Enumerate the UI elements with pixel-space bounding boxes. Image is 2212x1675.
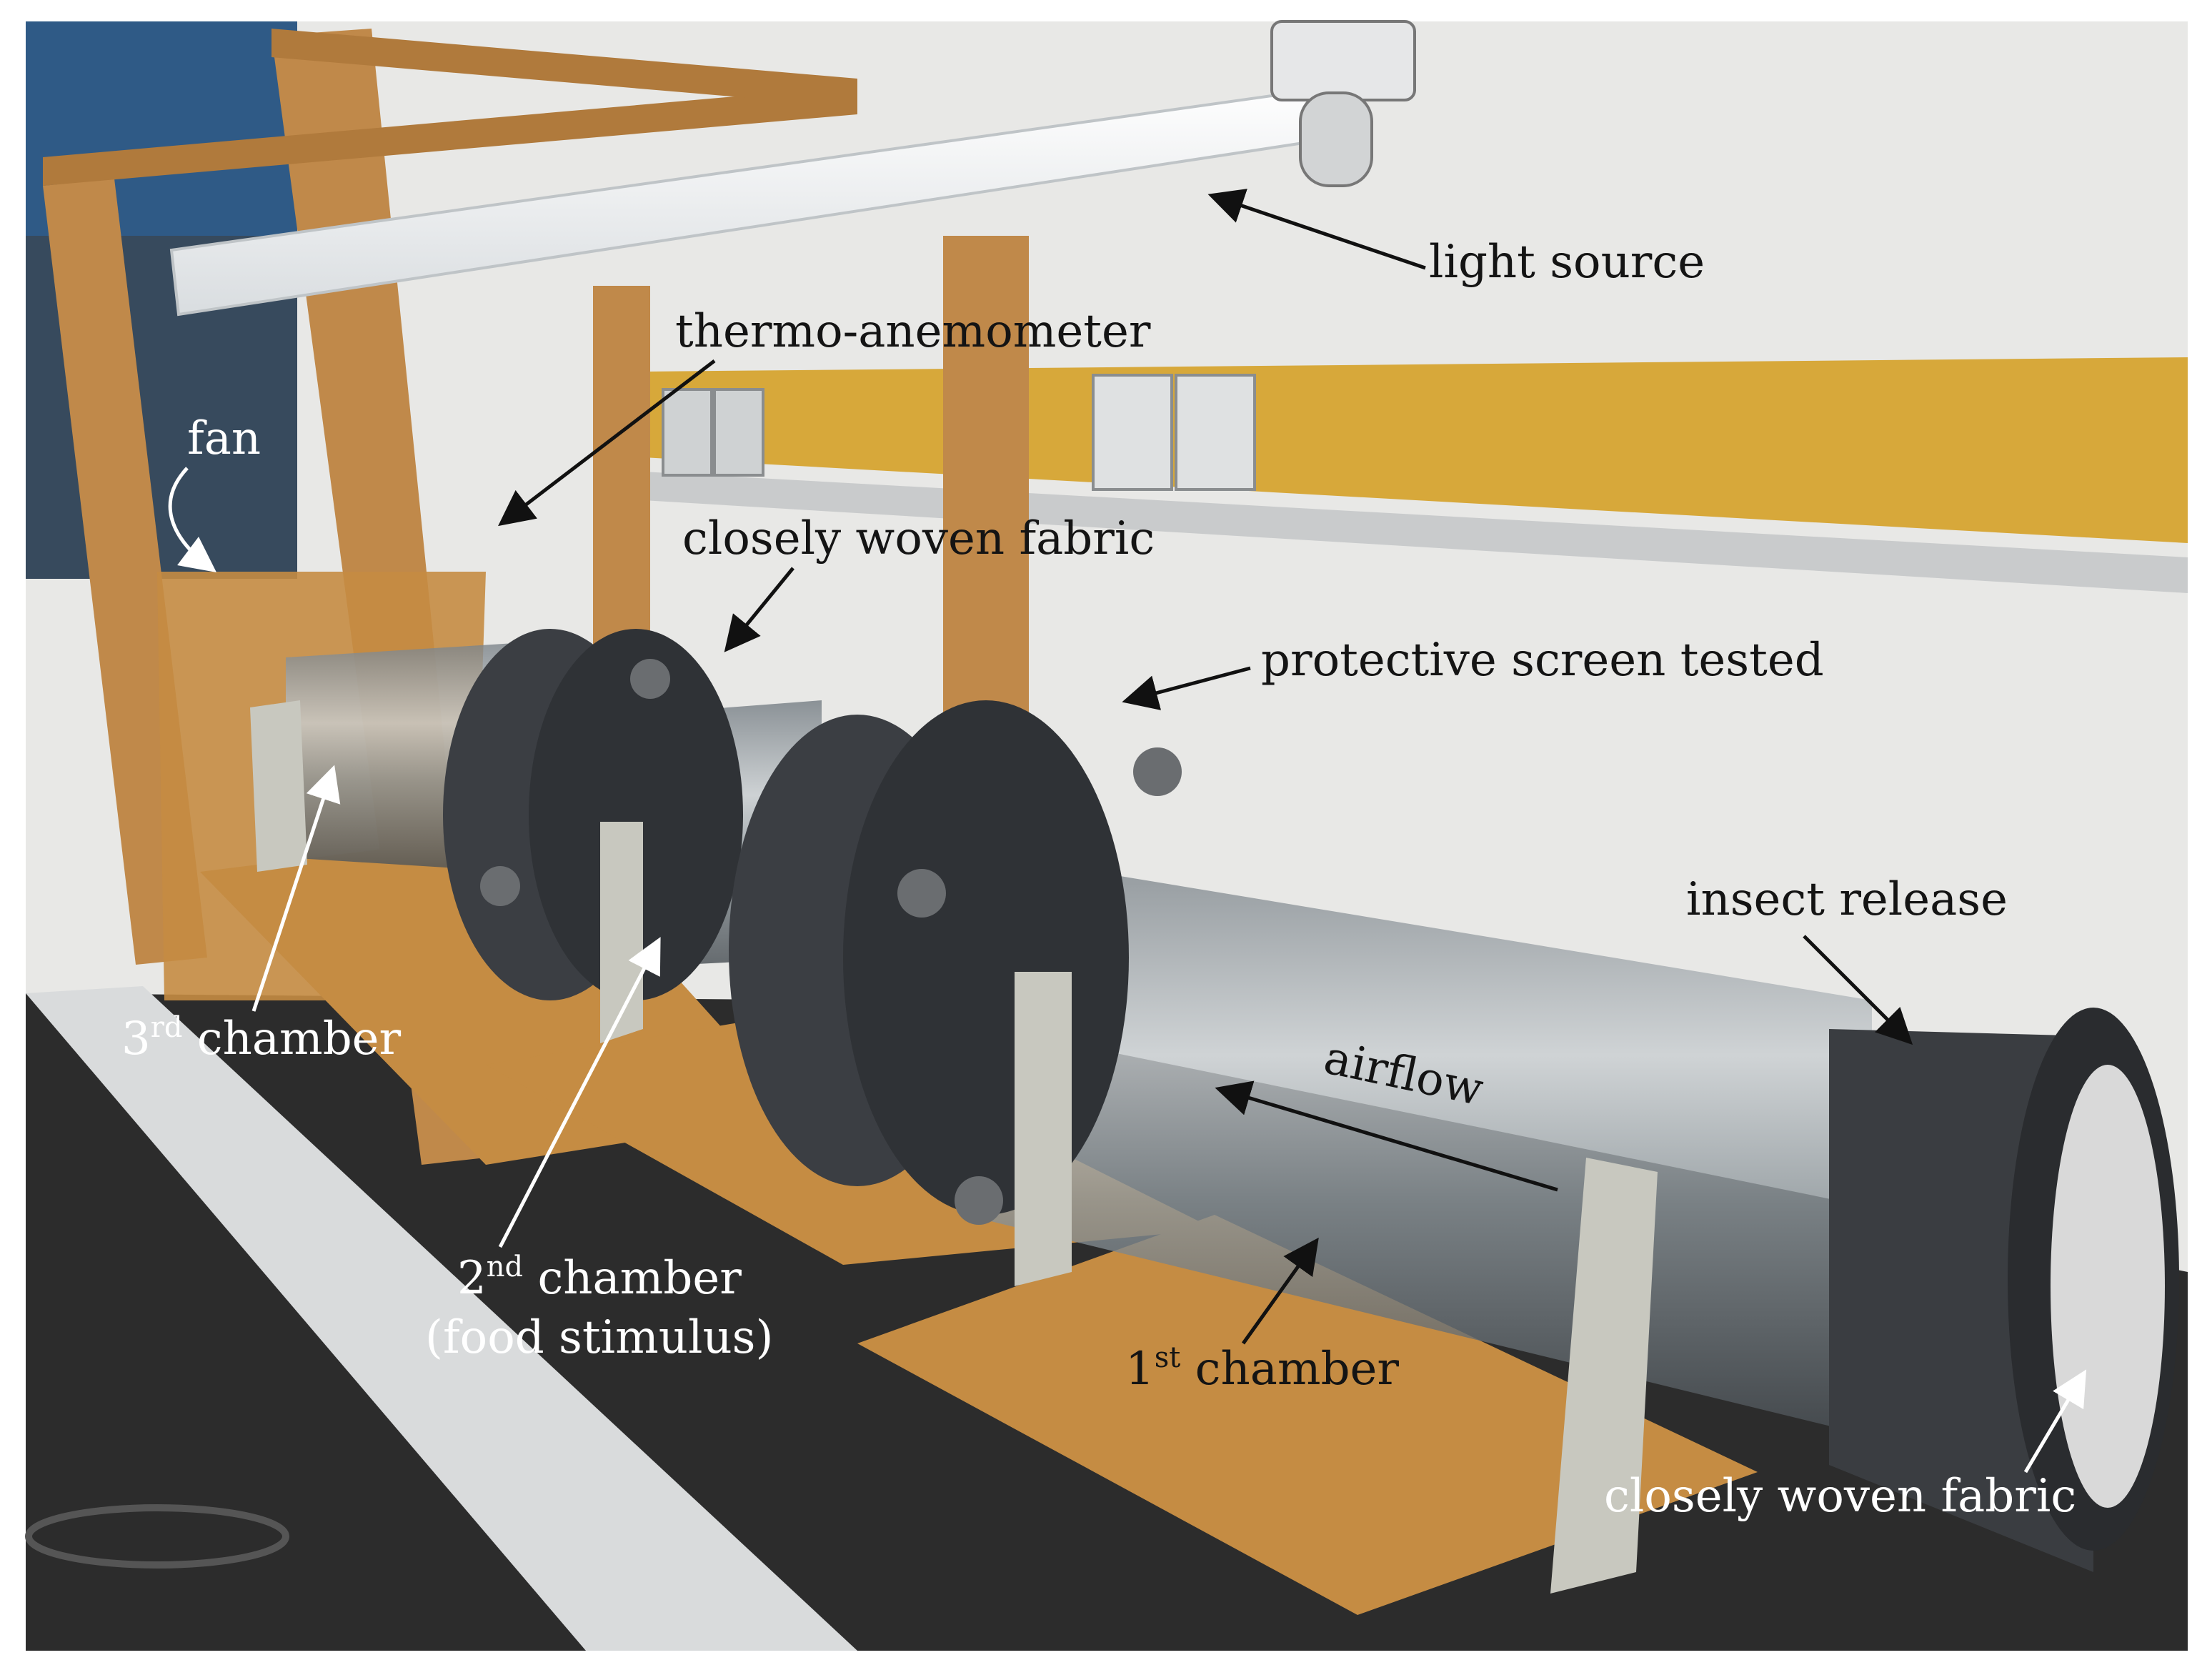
label-first-chamber: 1st chamber xyxy=(1125,1341,1399,1396)
wall-stripe xyxy=(643,357,2188,543)
annotation-arrows xyxy=(168,189,2087,1473)
wall-socket xyxy=(662,388,713,477)
label-third-chamber-text: chamber xyxy=(182,1013,401,1065)
label-third-chamber-num: 3 xyxy=(121,1013,151,1065)
label-second-chamber-text: chamber xyxy=(523,1252,742,1305)
arrow-airflow xyxy=(1215,1080,1558,1192)
wall-socket xyxy=(1175,374,1256,491)
label-protective-screen-tested: protective screen tested xyxy=(1261,634,1824,687)
label-second-chamber-sup: nd xyxy=(487,1251,523,1283)
tube-assembly xyxy=(250,629,2179,1594)
table-edge xyxy=(26,986,857,1651)
label-first-chamber-sup: st xyxy=(1155,1341,1181,1374)
label-second-chamber-line2: (food stimulus) xyxy=(425,1311,773,1364)
label-second-chamber: 2nd chamber xyxy=(457,1251,742,1305)
label-closely-woven-fabric-bottom: closely woven fabric xyxy=(1604,1470,2076,1523)
label-closely-woven-fabric-top: closely woven fabric xyxy=(682,512,1155,565)
lamp xyxy=(169,20,1416,317)
arrow-third-chamber xyxy=(251,765,341,1012)
label-third-chamber-sup: rd xyxy=(151,1011,183,1044)
arrow-insect-release xyxy=(1803,935,1913,1045)
wall-socket xyxy=(1092,374,1173,491)
arrow-second-chamber xyxy=(498,937,661,1248)
arrow-protective-screen xyxy=(1122,666,1251,710)
arrow-closely-woven-fabric-bottom xyxy=(2023,1369,2087,1473)
arrow-light-source xyxy=(1207,189,1426,270)
arrow-fan xyxy=(168,467,216,573)
arrow-closely-woven-fabric-top xyxy=(724,567,794,652)
annotation-labels: light source thermo-anemometer fan close… xyxy=(121,236,2076,1523)
label-insect-release: insect release xyxy=(1686,873,2008,926)
label-second-chamber-num: 2 xyxy=(457,1252,487,1305)
arrow-thermo-anemometer xyxy=(498,359,716,527)
label-first-chamber-text: chamber xyxy=(1180,1343,1399,1396)
label-fan: fan xyxy=(187,412,261,465)
label-light-source: light source xyxy=(1429,236,1705,289)
wall-socket xyxy=(713,388,764,477)
label-first-chamber-num: 1 xyxy=(1125,1343,1155,1396)
label-thermo-anemometer: thermo-anemometer xyxy=(675,305,1151,358)
label-third-chamber: 3rd chamber xyxy=(121,1011,402,1065)
arrow-first-chamber xyxy=(1241,1237,1319,1345)
